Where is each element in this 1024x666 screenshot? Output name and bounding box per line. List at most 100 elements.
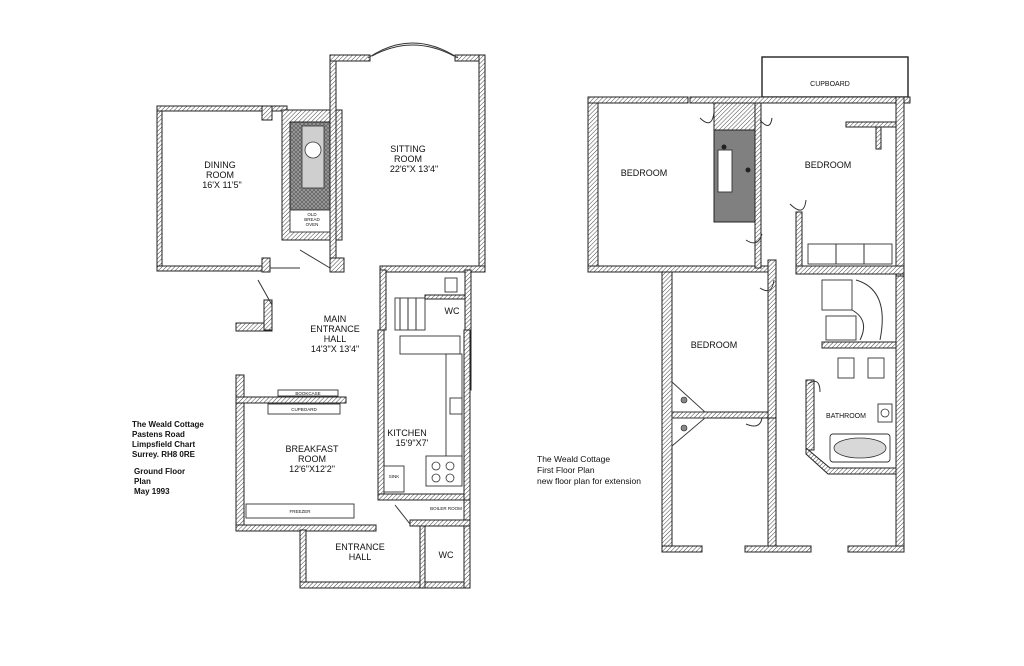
ff-door-swing-7 [745,417,763,427]
ff-bathtub-basin [833,437,887,459]
ff-stair-bottom [825,315,857,341]
main-hall-label-3: HALL [324,334,347,344]
sitting-east-wall [478,54,486,271]
freezer-label: FREEZER [289,509,311,514]
ff-west-wall [587,96,599,273]
ff-triangle-cupboard-1 [671,380,707,413]
breakfast-room-label: BREAKFAST [285,444,339,454]
bay-window [367,42,459,59]
ff-bottom-wall-c [847,545,905,553]
first-floor-plan: CUPBOARD [587,56,911,553]
ff-chimney-flue [717,149,733,193]
wc-south-wall [424,294,466,300]
ff-landing-wall [795,211,803,273]
bread-oven-label-2: BREAD [304,217,320,222]
entrance-south-wall [299,581,471,589]
ff-stair-curve [855,279,883,341]
boiler-door-swing [394,504,411,525]
dining-pier [261,257,271,273]
ground-note-line-3: Limpsfield Chart [132,440,195,449]
wc-toilet [444,277,458,293]
hob-ring [445,461,455,471]
ff-bath-south-wall [805,446,897,475]
ff-east-wall [895,96,905,278]
ff-north-wall-b [689,96,911,104]
wc-west-wall [379,269,387,331]
ff-landing-rail [807,243,893,265]
ground-note-line-5: Ground Floor [134,467,185,476]
wc-upper-label: WC [445,306,460,316]
hob-ring [445,473,455,483]
main-hall-label-2: ENTRANCE [310,324,360,334]
first-floor-notes: The Weald Cottage First Floor Plan new f… [537,454,641,486]
ff-lower-east-wall [767,259,777,421]
first-note-line-1: The Weald Cottage [537,454,610,464]
ff-stair-top [821,279,853,311]
hob-ring [431,461,441,471]
entrance-east-wall [463,499,471,589]
dining-north-wall [156,105,288,112]
ground-floor-plan: OLD BREAD OVEN BOOKCASE CUPBOARD [156,42,486,589]
lower-wc-wall [419,525,426,589]
hall-stair-post [263,299,273,331]
ff-bathroom-label: BATHROOM [826,413,866,420]
ff-door-swing-5 [759,279,775,292]
first-note-line-3: new floor plan for extension [537,476,641,486]
sitting-room-label: SITTING [390,144,426,154]
hall-door-swing [257,279,273,306]
kitchen-south-wall [377,493,471,501]
dining-room-label-2: ROOM [206,170,234,180]
bread-oven-label-3: OVEN [306,222,319,227]
sitting-sw-pier [329,257,345,273]
cupboard-unit [267,403,341,415]
sitting-south-wall [379,265,486,273]
kitchen-label: KITCHEN [387,428,427,438]
main-hall-label: MAIN [324,314,347,324]
freezer-unit [245,503,355,519]
sitting-door-swing [299,249,331,269]
fireplace-stove-icon [304,141,322,159]
ff-triangle-cupboard-2 [671,417,707,447]
ground-note-line-2: Pastens Road [132,430,185,439]
flue-dot [745,167,751,173]
kitchen-worktop-top [399,335,461,355]
boiler-room-wall [409,519,471,527]
hob-ring [431,473,441,483]
sitting-room-label-2: ROOM [394,154,422,164]
ff-toilet [877,403,893,423]
ff-door-swing-3 [789,199,807,211]
breakfast-room-label-2: ROOM [298,454,326,464]
bread-oven-label-1: OLD [307,212,317,217]
ff-north-wall-a [587,96,689,104]
sitting-room-size: 22'6"X 13'4" [390,164,438,174]
dining-room-label: DINING [204,160,236,170]
ff-lower-west-wall [661,271,673,553]
sink-label: SINK [389,474,400,479]
ground-floor-notes: The Weald Cottage Pastens Road Limpsfiel… [132,420,204,496]
dining-west-wall [156,105,163,272]
ff-partition-wall [754,102,762,269]
ff-cupboard-wall-2 [875,126,882,150]
first-note-line-2: First Floor Plan [537,465,595,475]
flue-dot [721,144,727,150]
breakfast-north-wall [235,396,347,404]
ff-bedroom-lower-label: BEDROOM [691,340,738,350]
kitchen-appliance [449,397,463,415]
cupboard-dot [680,396,688,404]
ff-door-swing-6 [807,380,821,393]
ff-door-swing-1 [699,111,715,124]
ff-landing-south [795,265,905,275]
ff-basin-1 [837,357,855,379]
sitting-north-wall-a [329,54,371,62]
ground-note-line-6: Plan [134,477,151,486]
entrance-west-wall [299,529,307,589]
cupboard-label: CUPBOARD [291,407,317,412]
boiler-room-label: BOILER ROOM [430,506,462,511]
ff-bottom-wall-b [744,545,812,553]
dining-room-size: 16'X 11'5" [202,180,242,190]
first-floor-cupboard [761,56,909,98]
kitchen-west-wall [377,329,385,501]
ground-note-line-4: Surrey. RH8 0RE [132,450,196,459]
ff-door-swing-2 [759,117,773,126]
